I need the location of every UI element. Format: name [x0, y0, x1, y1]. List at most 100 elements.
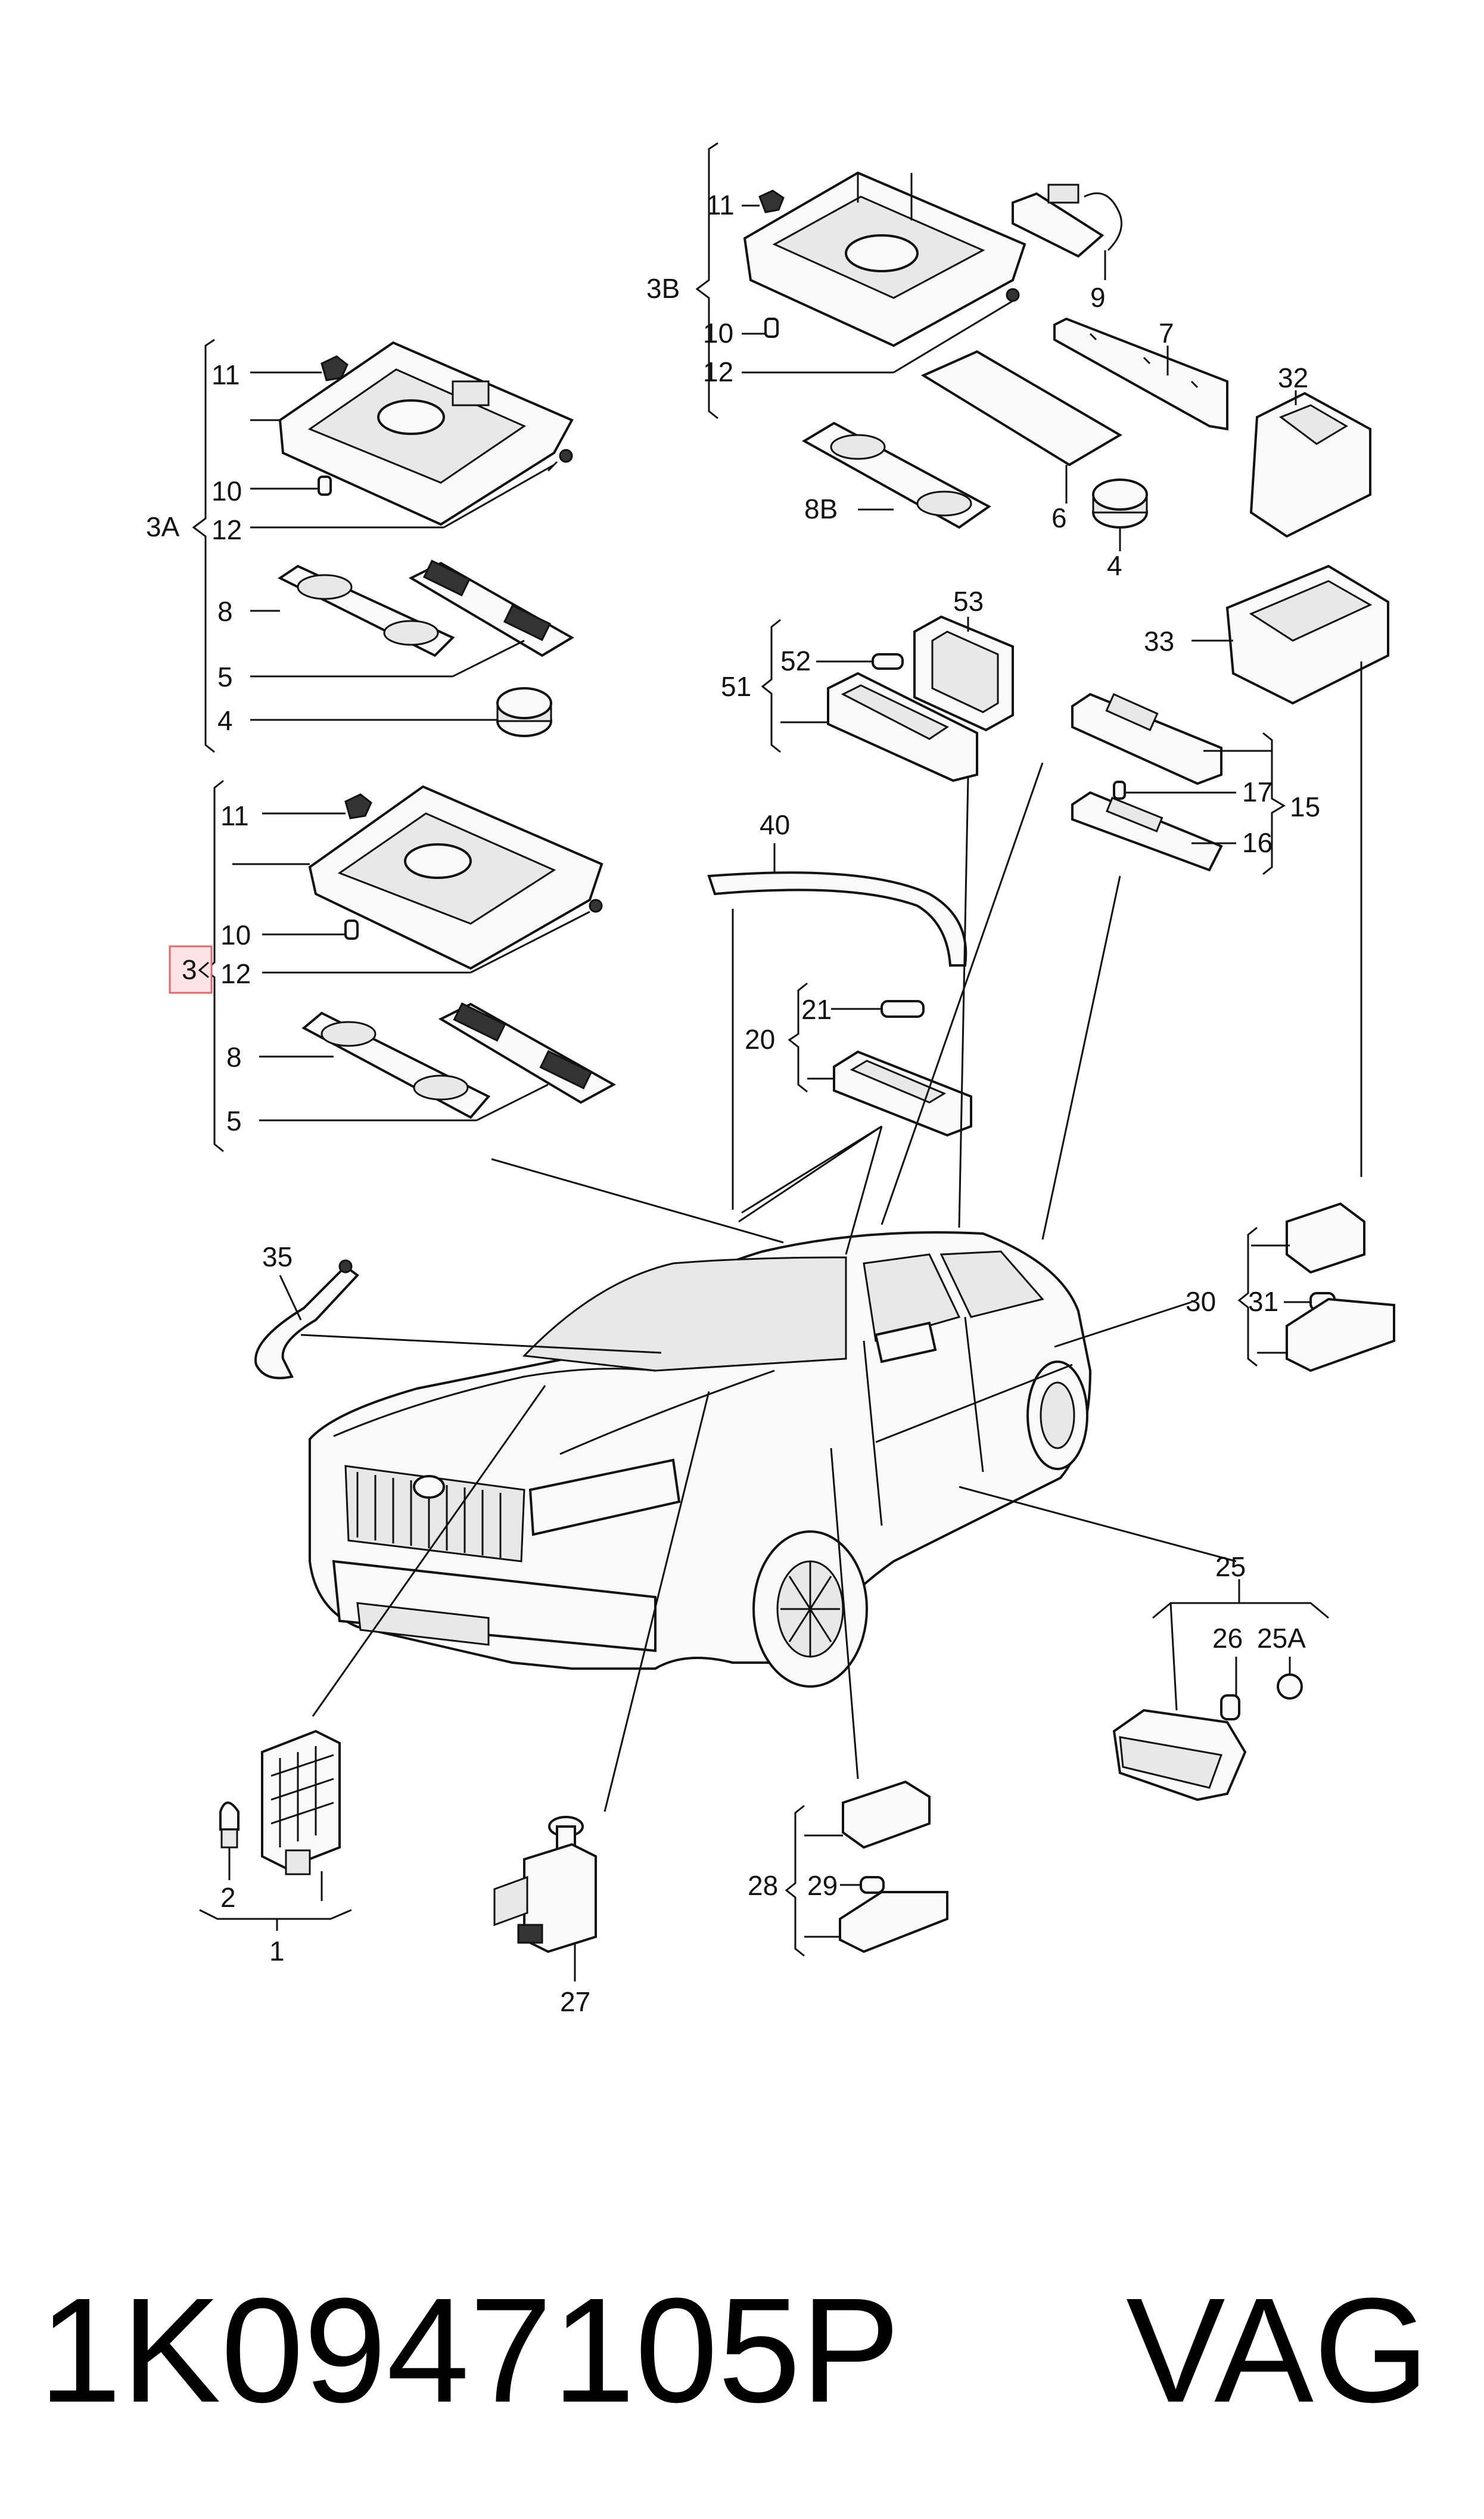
callout-35: 35 — [262, 1241, 293, 1272]
lens-plate-8b — [802, 421, 991, 529]
switch-27: 27 — [493, 1816, 597, 2017]
callout-33: 33 — [1144, 626, 1174, 657]
footer: 1K0947105P VAG — [39, 2267, 1429, 2433]
callout-7: 7 — [1159, 318, 1174, 349]
lamp-1 — [261, 1729, 341, 1875]
group-30: 30 31 — [1186, 1202, 1395, 1372]
roof-console-housing-3 — [308, 785, 603, 970]
clip-25a-icon — [1277, 1673, 1303, 1700]
highlight-box — [169, 945, 213, 994]
screw-12-3-icon — [589, 899, 603, 913]
clip-11-icon — [321, 355, 349, 381]
callout-28: 28 — [748, 1870, 778, 1901]
callout-10-3: 10 — [220, 920, 251, 951]
group-25: 25 26 25A — [1112, 1551, 1329, 1801]
leader-lines — [300, 762, 1237, 1812]
group-3a: 3A — [146, 338, 574, 753]
callout-2: 2 — [220, 1882, 236, 1913]
lens-plate-8 — [278, 564, 455, 657]
callout-10-3b: 10 — [703, 318, 733, 349]
cover-strip-7 — [1053, 317, 1228, 431]
cable-35: 35 — [254, 1241, 359, 1380]
callout-10: 10 — [211, 476, 242, 507]
callout-25a: 25A — [1257, 1623, 1306, 1654]
callout-26: 26 — [1212, 1623, 1243, 1654]
bulb-10-3-icon — [344, 920, 359, 940]
clip-11-3-icon — [344, 793, 372, 819]
seal-53 — [913, 615, 1014, 732]
screw-12-3b-icon — [1006, 288, 1020, 302]
part-number: 1K0947105P — [39, 2267, 900, 2433]
switch-unit-32 — [1249, 392, 1371, 538]
brand: VAG — [1126, 2267, 1429, 2433]
roof-console-housing-3b — [743, 171, 1026, 347]
callout-31: 31 — [1248, 1286, 1278, 1317]
misc-parts: 52 51 53 33 17 16 15 — [707, 564, 1389, 1177]
callout-3a: 3A — [146, 511, 180, 542]
callout-6: 6 — [1051, 502, 1067, 533]
lamp-4-3a-icon — [496, 687, 552, 737]
callout-8b: 8B — [804, 493, 838, 524]
callout-1: 1 — [269, 1936, 285, 1967]
callout-5-3: 5 — [226, 1105, 242, 1136]
callout-12-3b: 12 — [703, 356, 733, 387]
switch-15 — [1071, 692, 1222, 785]
lamp-25 — [1112, 1709, 1247, 1801]
group-1: 2 1 — [199, 1729, 352, 1967]
lamp-4-3b-icon — [1092, 479, 1148, 529]
callout-30: 30 — [1186, 1286, 1216, 1317]
callout-3b: 3B — [646, 273, 680, 304]
trim-strip-40 — [707, 871, 967, 967]
connector-28 — [804, 1780, 931, 1849]
roof-console-housing-3a — [278, 341, 574, 526]
callout-20: 20 — [745, 1024, 775, 1055]
lamp-20 — [833, 1050, 972, 1137]
lamp-16 — [1071, 791, 1223, 872]
lens-plate-8-3 — [301, 1011, 491, 1119]
clip-11-3b-icon — [758, 190, 785, 213]
callout-16: 16 — [1242, 827, 1273, 858]
callout-8: 8 — [217, 596, 233, 627]
callout-3: 3 — [182, 954, 197, 985]
callout-27: 27 — [560, 1986, 590, 2017]
switch-housing-33 — [1225, 564, 1389, 705]
connector-9 — [1012, 184, 1122, 280]
callout-8-3: 8 — [226, 1042, 242, 1073]
connector-30 — [1251, 1202, 1365, 1274]
callout-4: 4 — [217, 705, 233, 736]
lens-5-3 — [438, 1002, 617, 1104]
lamp-51 — [827, 672, 978, 782]
group-3: 3 11 — [169, 779, 617, 1153]
callout-15: 15 — [1290, 791, 1320, 822]
bulb-21-icon — [881, 1000, 925, 1018]
callout-11-3b: 11 — [706, 190, 735, 220]
callout-12-3: 12 — [220, 958, 251, 989]
bulb-52-icon — [872, 653, 904, 670]
bulb-10-icon — [318, 476, 332, 496]
bulb-2-icon — [219, 1801, 239, 1849]
callout-29: 29 — [807, 1870, 838, 1901]
callout-11-3: 11 — [220, 800, 249, 831]
callout-12: 12 — [211, 514, 242, 545]
lens-5 — [408, 560, 574, 657]
trim-panel-6 — [920, 350, 1122, 467]
callout-21: 21 — [801, 994, 832, 1025]
callout-32: 32 — [1278, 362, 1308, 393]
sedan-car-outline — [309, 1231, 1092, 1688]
bulb-29-icon — [860, 1876, 885, 1894]
screw-12-icon — [547, 449, 573, 472]
callout-25: 25 — [1215, 1551, 1246, 1582]
callout-9: 9 — [1090, 282, 1106, 313]
callout-17: 17 — [1242, 776, 1273, 807]
bulb-10-3b-icon — [764, 318, 779, 338]
bulb-17-icon — [1113, 781, 1126, 800]
group-3b: 3B — [646, 142, 1371, 581]
callout-4-3b: 4 — [1107, 550, 1122, 581]
callout-53: 53 — [953, 586, 984, 617]
callout-40: 40 — [760, 809, 790, 840]
callout-5: 5 — [217, 661, 233, 692]
callout-51: 51 — [721, 671, 751, 702]
callout-11: 11 — [211, 359, 240, 390]
lamp-30 — [1286, 1297, 1395, 1372]
